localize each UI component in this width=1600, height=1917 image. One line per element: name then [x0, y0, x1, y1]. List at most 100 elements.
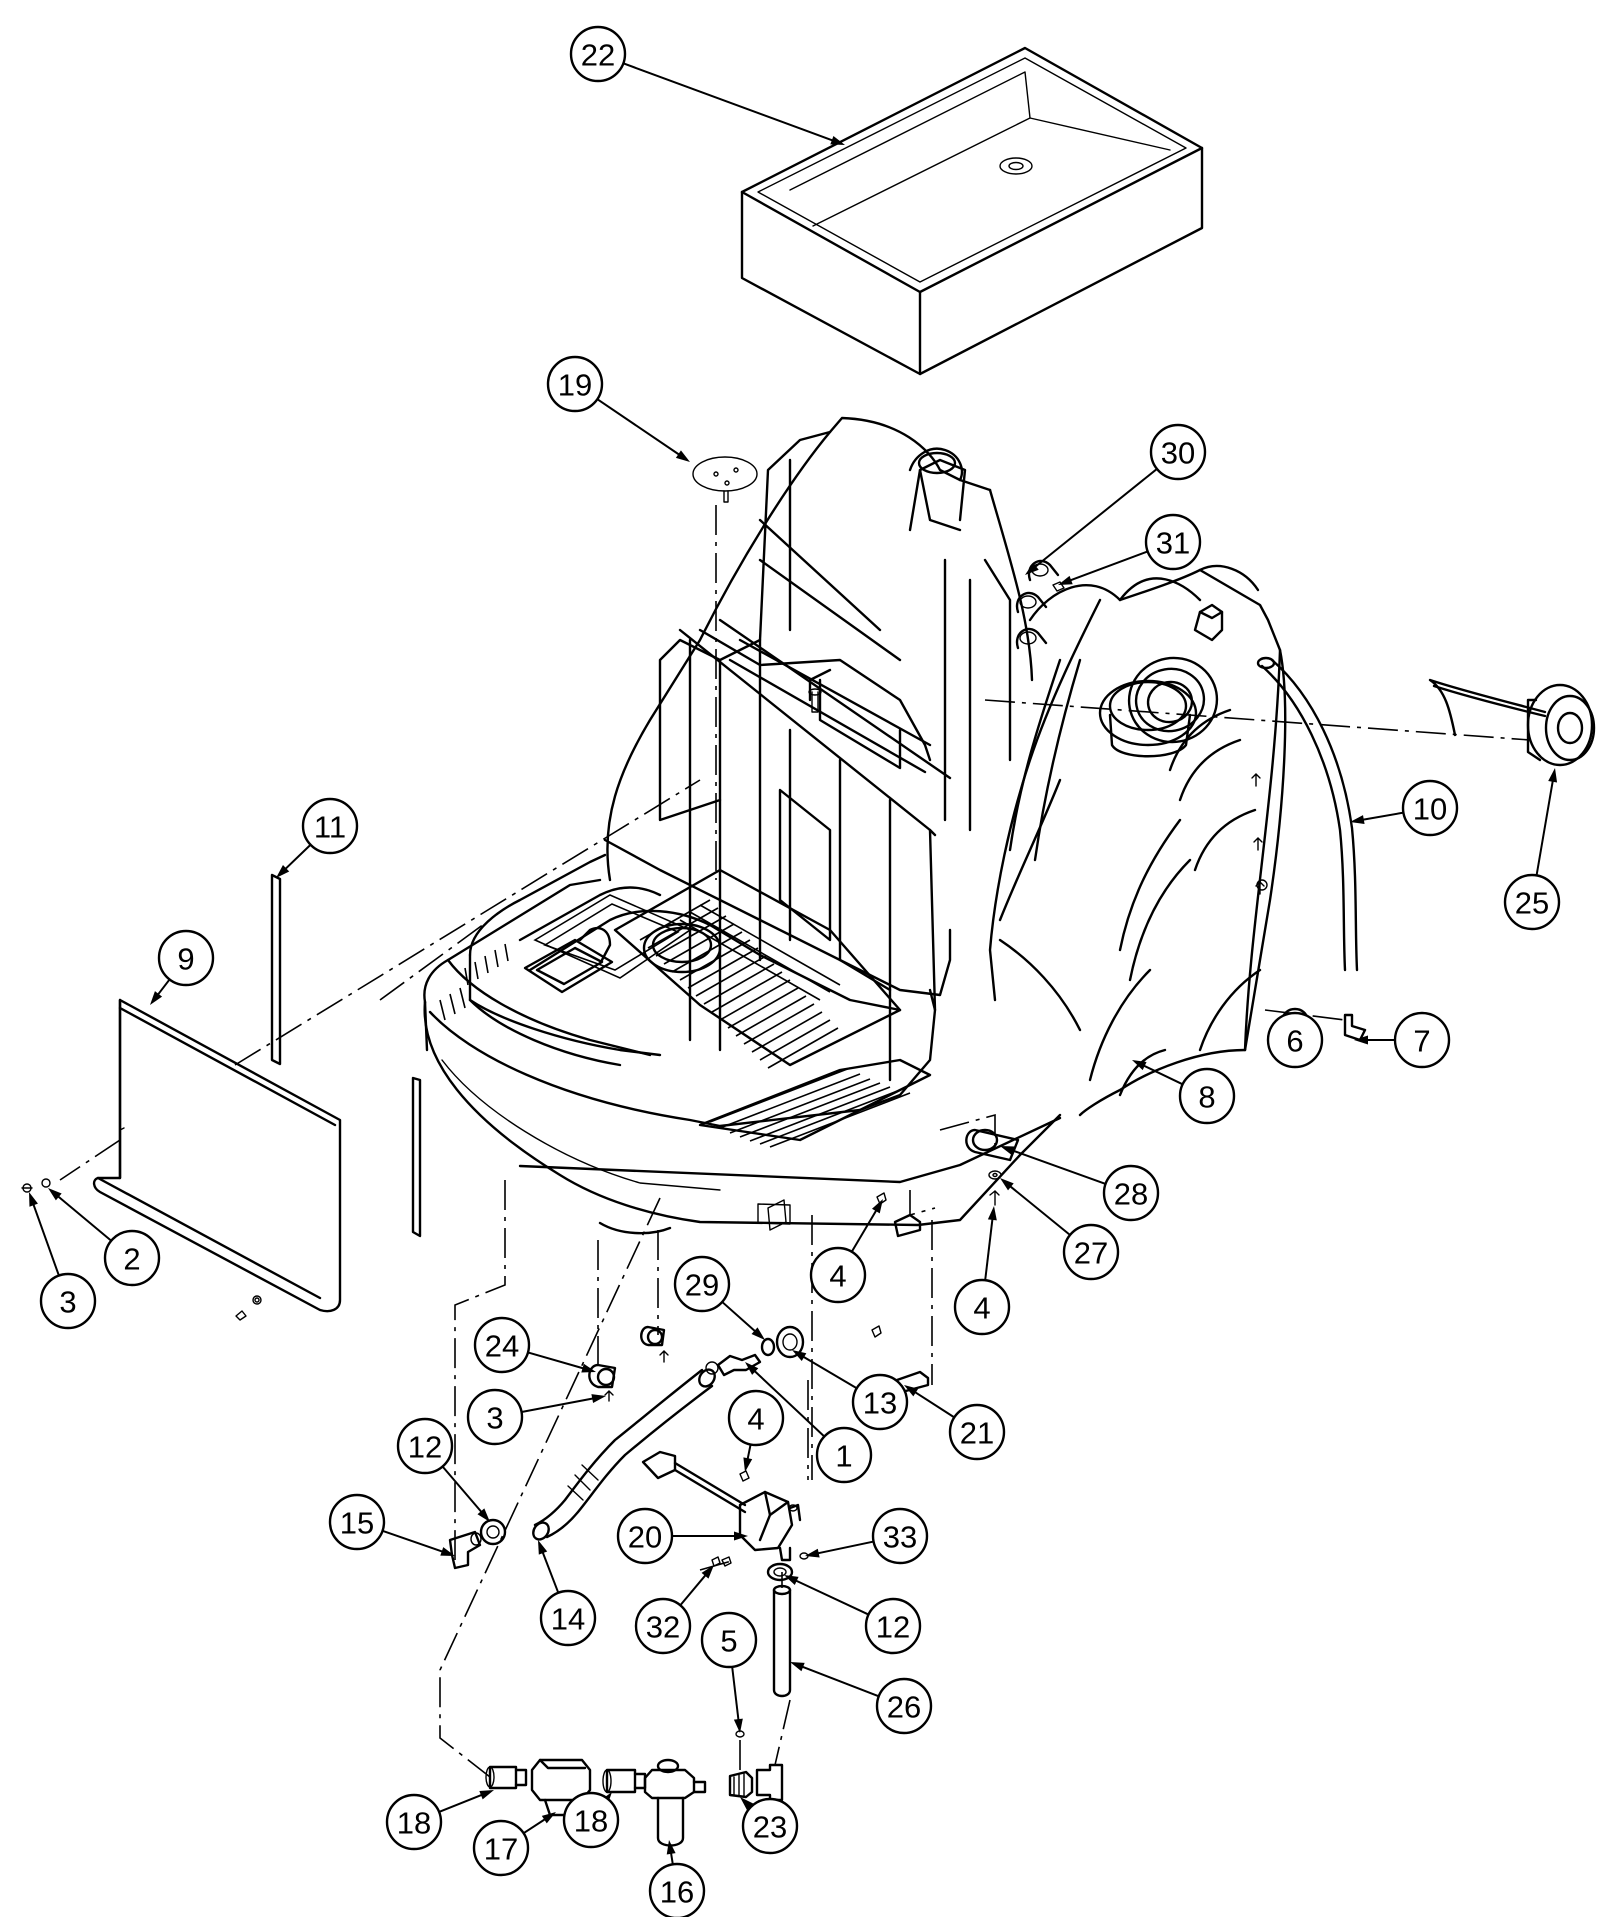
- callout-label: 21: [960, 1416, 994, 1451]
- callout-18: 18: [562, 1791, 620, 1849]
- callout-28: 28: [1000, 1146, 1160, 1222]
- callout-label: 26: [887, 1690, 921, 1725]
- callout-15: 15: [328, 1493, 455, 1556]
- callout-30: 30: [1025, 423, 1207, 575]
- leader-line: [731, 1666, 740, 1724]
- callout-label: 24: [485, 1329, 519, 1364]
- callout-label: 6: [1286, 1024, 1303, 1059]
- callout-32: 32: [634, 1565, 714, 1655]
- arrowhead: [675, 450, 690, 462]
- part-32-screw: [711, 1556, 721, 1567]
- leader-line: [911, 1389, 955, 1419]
- leader-line: [751, 1368, 826, 1438]
- arrowhead: [745, 1362, 759, 1375]
- callout-circle: [1503, 873, 1561, 931]
- leader-line: [441, 1465, 485, 1516]
- part-16-strainer: [643, 1758, 707, 1847]
- arrowhead: [1025, 562, 1039, 575]
- part-8-main-body: [423, 416, 1287, 1235]
- arrowhead: [538, 1540, 548, 1555]
- leader-line: [814, 1540, 874, 1555]
- callout-1: 1: [745, 1362, 873, 1484]
- callout-label: 3: [59, 1285, 76, 1320]
- callout-17: 17: [472, 1812, 556, 1877]
- callout-label: 16: [660, 1875, 694, 1910]
- part-13-nut: [775, 1325, 805, 1359]
- leader-line: [792, 1578, 869, 1616]
- callout-circle: [539, 1589, 597, 1647]
- leader-line: [622, 62, 836, 143]
- leader-line: [282, 844, 312, 872]
- callout-label: 4: [829, 1259, 846, 1294]
- arrowhead: [666, 1840, 676, 1855]
- callout-25: 25: [1503, 768, 1561, 931]
- callout-label: 4: [973, 1291, 990, 1326]
- callout-29: 29: [673, 1255, 765, 1340]
- part-9-side-panel: [92, 998, 342, 1321]
- arrowhead: [541, 1812, 556, 1824]
- callout-circle: [1401, 779, 1459, 837]
- callout-7: 7: [1354, 1011, 1451, 1069]
- callout-9: 9: [150, 929, 215, 1005]
- callout-21: 21: [904, 1385, 1006, 1461]
- arrowhead: [792, 1350, 807, 1361]
- callout-label: 27: [1074, 1236, 1108, 1271]
- arrowhead: [701, 1565, 714, 1579]
- callout-label: 15: [340, 1506, 374, 1541]
- arrowhead: [1000, 1178, 1014, 1191]
- leader-line: [1007, 1183, 1071, 1236]
- part-7-elbow-fitting: [1343, 1013, 1367, 1042]
- callout-16: 16: [648, 1840, 706, 1917]
- leader-line: [527, 1351, 587, 1371]
- callout-circle: [871, 1507, 929, 1565]
- part-4-screws: [604, 1190, 1000, 1567]
- callout-label: 4: [747, 1402, 764, 1437]
- callout-circle: [396, 1417, 454, 1475]
- callout-circle: [39, 1272, 97, 1330]
- callout-label: 14: [551, 1602, 585, 1637]
- leader-line: [984, 1215, 994, 1281]
- leader-line: [1032, 468, 1158, 570]
- callout-10: 10: [1350, 779, 1459, 837]
- arrowhead: [276, 865, 290, 878]
- callout-circle: [1102, 1164, 1160, 1222]
- leader-line: [1140, 1063, 1184, 1086]
- callout-label: 13: [863, 1386, 897, 1421]
- part-24-clamps: [588, 1325, 669, 1389]
- callout-circle: [864, 1597, 922, 1655]
- callout-12: 12: [396, 1417, 490, 1522]
- callout-circle: [1149, 423, 1207, 481]
- callout-4: 4: [953, 1206, 1011, 1336]
- callout-2: 2: [48, 1188, 161, 1287]
- leader-line: [540, 1548, 560, 1594]
- leader-line: [721, 1301, 759, 1335]
- callout-label: 33: [883, 1520, 917, 1555]
- arrowhead: [734, 1531, 748, 1541]
- callout-circle: [569, 25, 627, 83]
- callout-5: 5: [700, 1611, 758, 1733]
- callout-4: 4: [809, 1199, 883, 1304]
- left-vents: [439, 943, 509, 1021]
- callout-19: 19: [546, 355, 690, 462]
- callout-label: 12: [408, 1430, 442, 1465]
- part-19-cover-plate: [692, 456, 758, 503]
- callout-6: 6: [1266, 1011, 1324, 1069]
- leader-line: [1067, 550, 1149, 583]
- part-18-adapter-right: [602, 1768, 647, 1794]
- part-15-elbow: [448, 1530, 482, 1570]
- arrowhead: [987, 1206, 997, 1221]
- arrowhead: [904, 1385, 919, 1397]
- arrowhead: [784, 1575, 799, 1586]
- part-22-drip-tray: [740, 46, 1204, 376]
- callout-circle: [385, 1793, 443, 1851]
- part-27-washer: [988, 1170, 1002, 1180]
- leader-line: [523, 1816, 549, 1835]
- part-2-3-fasteners-left: [21, 1178, 51, 1193]
- callout-20: 20: [616, 1507, 748, 1565]
- callout-circle: [328, 1493, 386, 1551]
- callout-27: 27: [1000, 1178, 1120, 1281]
- callout-label: 31: [1156, 526, 1190, 561]
- callout-4: 4: [727, 1389, 785, 1472]
- arrowhead: [1354, 1035, 1368, 1045]
